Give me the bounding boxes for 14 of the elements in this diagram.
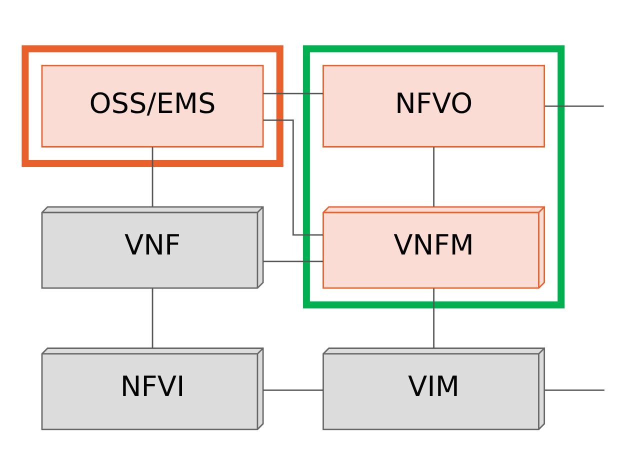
node-box: OSS/EMS [41,64,264,148]
connector [263,92,324,94]
node-box: NFVO [322,64,546,148]
connector [263,390,324,391]
connector [263,260,324,262]
connector [544,105,604,107]
connector [544,390,604,391]
connector [433,147,434,207]
connector [433,288,434,348]
connector [152,147,154,207]
connector [152,288,154,348]
connector [263,119,323,236]
cluster [302,45,565,308]
cluster [22,45,284,168]
